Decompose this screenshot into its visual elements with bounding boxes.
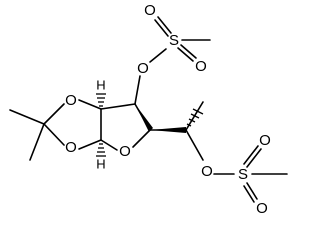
atom-o-dioxolane-top: O (65, 92, 77, 109)
atom-s-2: S (238, 166, 248, 183)
bond-s2-otop-b (246, 148, 262, 168)
bonds (9, 16, 288, 203)
wedge-c3-c4 (135, 104, 153, 132)
atom-o-ring: O (119, 143, 131, 160)
wedge-c4-c5 (150, 127, 186, 133)
bond-c5-omesyl2 (185, 129, 204, 161)
bond-oring-c2 (100, 139, 118, 151)
bond-cme2-otop (43, 103, 65, 125)
bond-methyl-a (9, 109, 45, 125)
bond-methyl-b (29, 123, 45, 161)
hashed-bond-h-bottom (96, 143, 106, 157)
bond-otop-c1 (78, 99, 102, 110)
atom-o-s2-top: O (259, 132, 271, 149)
bond-c4-oring (132, 129, 151, 148)
bond-obottom-c2 (78, 139, 102, 150)
bond-cme2-obottom (43, 123, 65, 146)
bond-s2-otop-a (243, 145, 259, 165)
atom-o-mesyl-2: O (201, 163, 213, 180)
atom-o-s1-right: O (195, 58, 207, 75)
bond-s1-oright-a (177, 47, 194, 62)
bond-s2-obottom-b (246, 182, 258, 200)
bond-s1-otop-a (154, 19, 169, 37)
atom-o-dioxolane-bottom: O (65, 139, 77, 156)
stereo-bonds (96, 93, 204, 157)
bond-c1-c3 (100, 103, 136, 110)
bond-s1-oright-b (180, 44, 197, 59)
atom-o-mesyl-1: O (137, 60, 149, 77)
atom-h-top: H (96, 77, 105, 92)
atom-o-s1-top: O (144, 2, 156, 19)
bond-omesyl1-s1 (149, 48, 167, 63)
atom-labels: O O O O S O O O S O O H H (65, 2, 271, 217)
bond-s1-otop-b (157, 16, 172, 34)
molecule-structure: O O O O S O O O S O O H H (9, 2, 288, 217)
bond-c3-omesyl1 (134, 75, 141, 105)
atom-s-1: S (169, 32, 179, 49)
hashed-bond-h-top (96, 93, 106, 107)
atom-h-bottom: H (96, 156, 105, 171)
bond-s2-obottom-a (243, 185, 255, 203)
hashed-bond-c5-methyl (186, 108, 204, 127)
atom-o-s2-bottom: O (256, 200, 268, 217)
